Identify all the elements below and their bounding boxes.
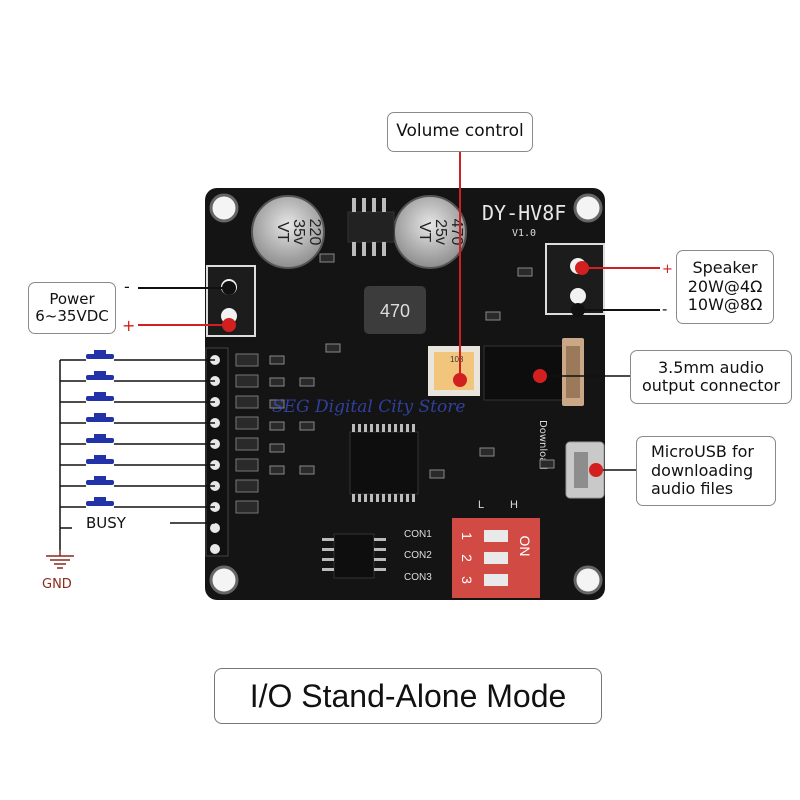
usb-label-line2: downloading	[651, 460, 754, 480]
con3-label: CON3	[404, 572, 432, 583]
push-button	[86, 497, 114, 506]
push-button	[86, 476, 114, 485]
microusb-callout: MicroUSB for downloading audio files	[636, 436, 776, 506]
cap-right-text-3: VT	[416, 222, 433, 243]
power-wiring	[138, 281, 236, 332]
inductor: 470	[364, 286, 426, 334]
board-model: DY-HV8F	[482, 201, 566, 225]
ground-symbol	[46, 550, 74, 569]
speaker-callout: Speaker 20W@4Ω 10W@8Ω	[676, 250, 774, 324]
regulator-chip	[347, 198, 395, 256]
jumper-l-label: L	[478, 499, 484, 511]
board-version: V1.0	[512, 228, 536, 239]
audio-label-line1: 3.5mm audio	[657, 357, 765, 377]
dip-num-3: 3	[459, 576, 475, 584]
capacitor-220uf: 220 35v VT	[251, 195, 325, 269]
audio-label-line2: output connector	[641, 376, 780, 395]
power-label-line2: 6~35VDC	[35, 307, 109, 325]
button-wiring	[59, 359, 215, 550]
amplifier-chip	[322, 533, 386, 579]
speaker-label-line3: 10W@8Ω	[687, 295, 763, 315]
push-buttons	[86, 350, 114, 506]
con2-label: CON2	[404, 550, 432, 561]
speaker-label-line1: Speaker	[692, 258, 758, 278]
speaker-terminal	[545, 243, 605, 315]
audio-output-callout: 3.5mm audio output connector	[630, 350, 792, 404]
dip-switch: ON 1 2 3	[452, 518, 540, 598]
power-minus: -	[124, 277, 130, 296]
volume-control-label: Volume control	[396, 121, 524, 142]
volume-control-callout: Volume control	[387, 112, 533, 152]
cap-left-text-1: 220	[306, 219, 323, 246]
push-button	[86, 371, 114, 380]
push-button	[86, 350, 114, 359]
audio-jack	[483, 338, 584, 406]
push-button	[86, 392, 114, 401]
con1-label: CON1	[404, 529, 432, 540]
busy-label: BUSY	[86, 514, 127, 532]
inductor-label: 470	[380, 301, 410, 321]
push-button	[86, 455, 114, 464]
cap-left-text-2: 35v	[290, 219, 307, 245]
volume-potentiometer: 103	[428, 346, 480, 396]
resistor-array	[235, 353, 259, 514]
cap-left-text-3: VT	[274, 222, 291, 243]
usb-label-line1: MicroUSB for	[651, 442, 754, 462]
audio-pointer	[533, 369, 630, 383]
capacitor-470uf: 470 25v VT	[393, 195, 467, 269]
push-button	[86, 413, 114, 422]
audio-decoder-chip	[349, 424, 419, 502]
mode-title: I/O Stand-Alone Mode	[249, 677, 567, 714]
power-label-line1: Power	[49, 289, 95, 308]
micro-usb-port	[565, 441, 605, 499]
power-callout: Power 6~35VDC	[28, 282, 116, 334]
small-components	[269, 253, 555, 479]
mode-title-box: I/O Stand-Alone Mode	[214, 668, 602, 724]
dip-num-2: 2	[459, 554, 475, 562]
download-label: Download	[537, 420, 548, 470]
speaker-wiring	[571, 261, 660, 317]
cap-right-text-2: 25v	[432, 219, 449, 245]
power-plus: +	[122, 316, 135, 335]
gnd-label: GND	[42, 577, 72, 592]
pcb-board: 220 35v VT 470 25v VT DY-HV8F V1.0	[205, 188, 605, 600]
speaker-label-line2: 20W@4Ω	[687, 276, 763, 296]
store-watermark: SEG Digital City Store	[272, 397, 465, 417]
jumper-h-label: H	[510, 499, 518, 511]
mounting-holes	[209, 193, 603, 595]
speaker-minus: -	[662, 300, 667, 318]
cap-right-text-1: 470	[448, 219, 465, 246]
dip-on-label: ON	[517, 536, 533, 557]
volume-pointer	[453, 152, 467, 387]
usb-pointer	[589, 463, 636, 477]
io-pin-header	[205, 347, 229, 557]
speaker-plus: +	[662, 262, 673, 277]
push-button	[86, 434, 114, 443]
pot-label: 103	[450, 355, 464, 364]
usb-label-line3: audio files	[651, 479, 734, 499]
dip-num-1: 1	[459, 532, 475, 540]
